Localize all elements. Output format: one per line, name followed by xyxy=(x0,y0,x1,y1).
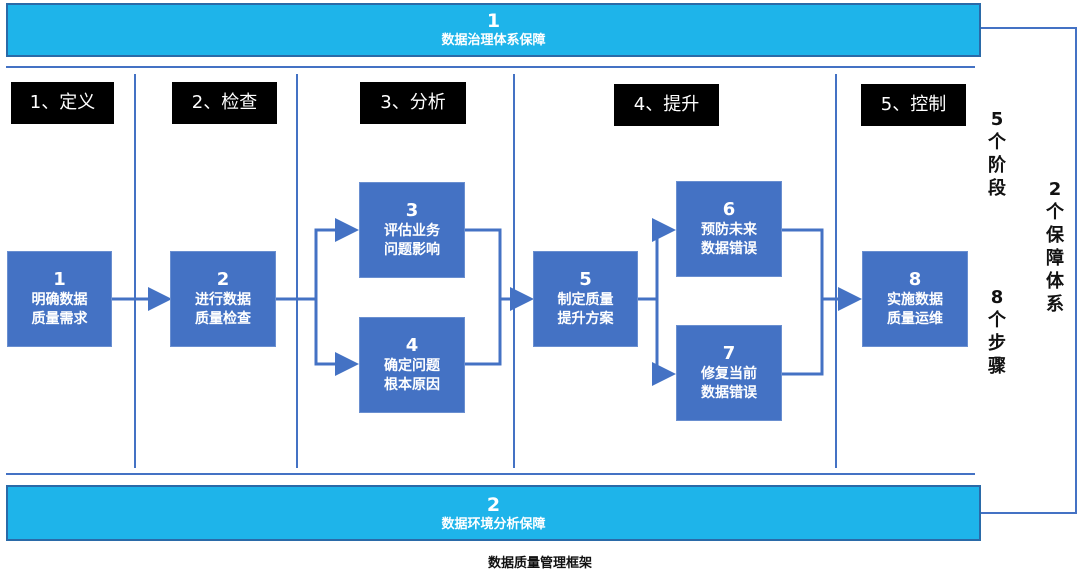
arrow-2-to-3 xyxy=(276,218,359,301)
step-box-1: 1 明确数据 质量需求 xyxy=(7,251,112,347)
step-text-line2: 质量需求 xyxy=(31,311,88,327)
step-box-6: 6 预防未来 数据错误 xyxy=(676,181,782,277)
diagram-caption: 数据质量管理框架 xyxy=(487,556,592,571)
step-number: 4 xyxy=(405,335,419,356)
arrow-6-to-8 xyxy=(782,228,862,311)
step-text-line2: 问题影响 xyxy=(384,242,440,258)
step-text-line1: 修复当前 xyxy=(701,366,757,382)
arrow-2-to-4 xyxy=(314,299,359,376)
step-text-line1: 预防未来 xyxy=(701,222,757,238)
stage-label-check: 2、检查 xyxy=(172,82,277,124)
stage-label-define: 1、定义 xyxy=(11,82,114,124)
step-text-line1: 评估业务 xyxy=(384,223,440,239)
bottom-banner-text: 数据环境分析保障 xyxy=(441,517,546,532)
stage-label-analyze: 3、分析 xyxy=(360,82,466,124)
step-text-line2: 质量运维 xyxy=(887,311,943,327)
step-number: 8 xyxy=(908,269,922,290)
step-text-line2: 数据错误 xyxy=(701,385,757,401)
bottom-banner: 2 数据环境分析保障 xyxy=(6,485,981,541)
step-text-line1: 明确数据 xyxy=(31,292,88,308)
bottom-banner-number: 2 xyxy=(486,494,501,516)
arrow-3-to-5 xyxy=(465,228,534,311)
arrow-5-to-7 xyxy=(652,299,676,386)
step-text-line1: 进行数据 xyxy=(195,292,251,308)
arrow-7-to-8 xyxy=(782,299,824,376)
step-number: 7 xyxy=(722,343,736,364)
arrow-4-to-5 xyxy=(465,299,502,366)
step-box-5: 5 制定质量 提升方案 xyxy=(533,251,638,347)
guarantee-bracket xyxy=(981,27,1077,514)
step-text-line2: 提升方案 xyxy=(557,311,614,327)
step-text-line1: 确定问题 xyxy=(384,358,440,374)
step-box-7: 7 修复当前 数据错误 xyxy=(676,325,782,421)
stage-label-improve: 4、提升 xyxy=(614,84,719,126)
step-text-line2: 数据错误 xyxy=(701,241,757,257)
step-box-8: 8 实施数据 质量运维 xyxy=(862,251,968,347)
step-number: 6 xyxy=(722,199,736,220)
step-text-line2: 根本原因 xyxy=(384,377,440,393)
stage-label-control: 5、控制 xyxy=(861,84,966,126)
step-number: 1 xyxy=(53,269,66,290)
step-number: 3 xyxy=(405,200,419,221)
step-box-4: 4 确定问题 根本原因 xyxy=(359,317,465,413)
top-banner-text: 数据治理体系保障 xyxy=(441,33,546,48)
step-text-line2: 质量检查 xyxy=(195,311,251,327)
step-number: 2 xyxy=(216,269,230,290)
arrow-5-to-6 xyxy=(638,218,676,301)
step-box-2: 2 进行数据 质量检查 xyxy=(170,251,276,347)
top-banner: 1 数据治理体系保障 xyxy=(6,3,981,57)
top-banner-number: 1 xyxy=(486,10,501,32)
step-text-line1: 实施数据 xyxy=(887,292,943,308)
step-box-3: 3 评估业务 问题影响 xyxy=(359,182,465,278)
step-number: 5 xyxy=(579,269,592,290)
step-text-line1: 制定质量 xyxy=(557,292,614,308)
